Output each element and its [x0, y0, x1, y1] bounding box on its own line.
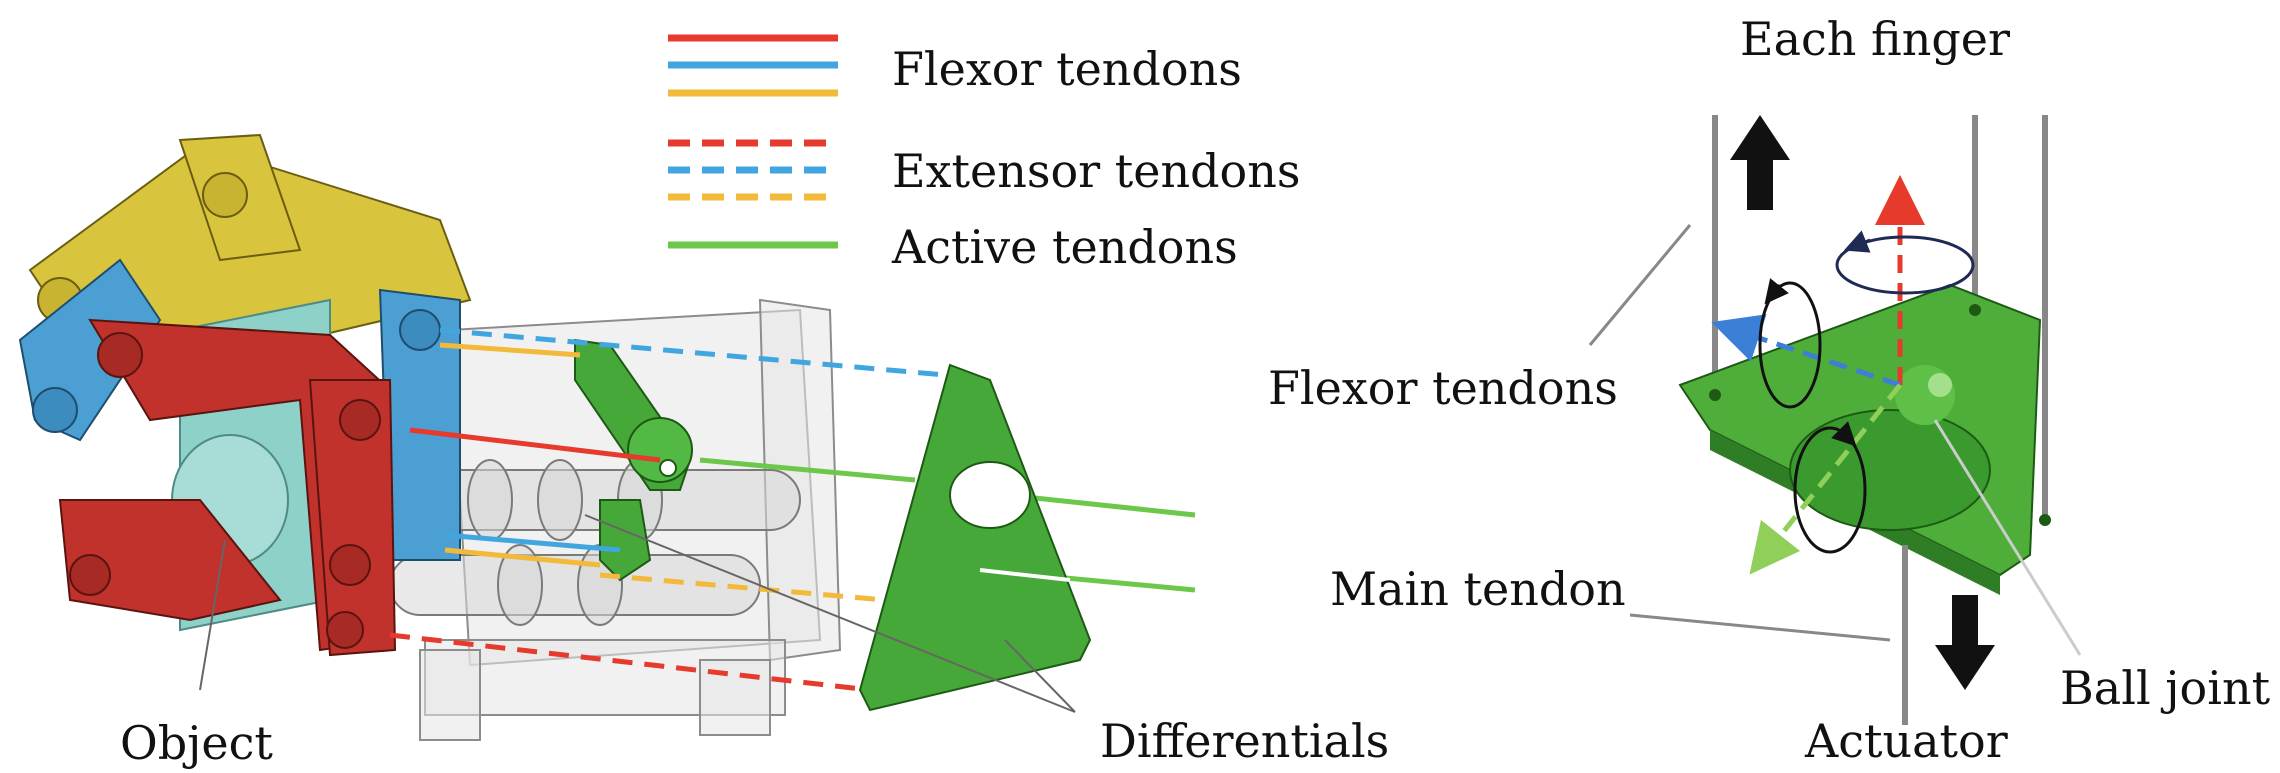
legend-flexor-label: Flexor tendons	[892, 42, 1242, 96]
legend-extensor-swatch	[668, 139, 838, 201]
tendon-lines	[389, 327, 1196, 693]
green-differential	[574, 338, 693, 582]
legend-flexor-swatch	[668, 34, 838, 97]
actuator-label: Actuator	[1805, 714, 2008, 768]
ball-joint-label: Ball joint	[2060, 661, 2271, 715]
main-tendon-label: Main tendon	[1330, 562, 1626, 616]
hand-mechanism-illustration	[18, 133, 1196, 741]
rotation-arrows	[1758, 230, 1975, 554]
flexor-tendons-label: Flexor tendons	[1268, 361, 1618, 415]
right-leader-lines	[1588, 224, 2082, 656]
legend-active-label: Active tendons	[892, 220, 1238, 274]
object-label: Object	[120, 716, 273, 770]
up-arrow-icon	[1730, 115, 1790, 210]
green-plate	[858, 363, 1092, 712]
each-finger-label: Each finger	[1740, 12, 2010, 66]
differentials-label: Differentials	[1100, 714, 1390, 768]
blue-finger	[18, 258, 461, 561]
leader-lines	[199, 514, 1076, 713]
red-finger	[58, 318, 397, 657]
legend-extensor-label: Extensor tendons	[892, 144, 1301, 198]
transparent-shafts	[379, 459, 801, 626]
ball-joint-illustration	[1588, 115, 2082, 725]
down-arrow-icon	[1935, 595, 1995, 690]
triangle-plate	[1678, 283, 2051, 595]
